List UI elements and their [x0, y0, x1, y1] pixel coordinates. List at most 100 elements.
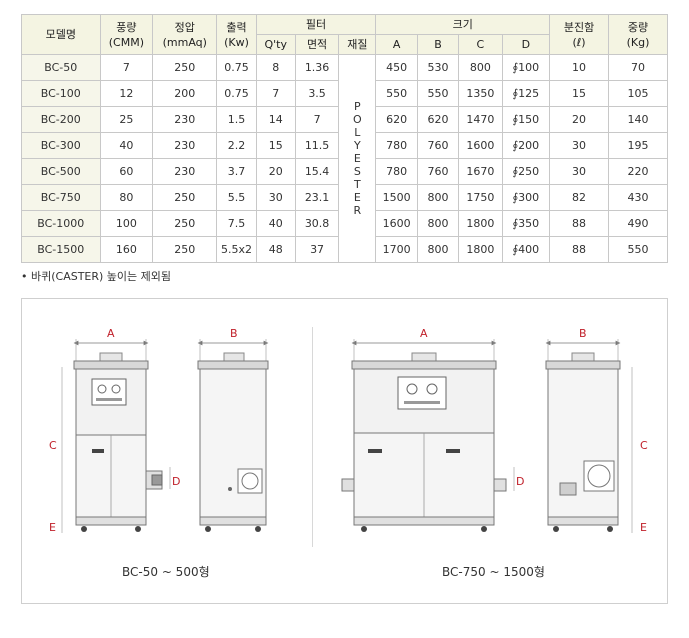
cell-weight: 550 — [607, 236, 669, 263]
dim-label-b-large: B — [579, 327, 587, 340]
cell-model: BC-750 — [21, 184, 101, 211]
cell-filter-area: 7 — [294, 106, 340, 133]
caster-note: • 바퀴(CASTER) 높이는 제외됨 — [21, 270, 172, 283]
material-letter: R — [353, 204, 362, 217]
cell-size-b: 620 — [416, 106, 460, 133]
col-header-dust-bin: 분진함(ℓ) — [549, 14, 609, 55]
cell-weight: 430 — [607, 184, 669, 211]
cell-airflow: 12 — [99, 80, 154, 107]
cell-filter-area: 15.4 — [294, 158, 340, 185]
cell-dust-bin: 30 — [549, 158, 609, 185]
cell-size-c: 1670 — [458, 158, 503, 185]
dim-label-c: C — [49, 439, 57, 452]
col-header-model: 모델명 — [21, 14, 101, 55]
cell-size-a: 1500 — [375, 184, 418, 211]
col-header-size-c: C — [458, 34, 503, 55]
dim-label-b: B — [230, 327, 238, 340]
cell-output: 0.75 — [216, 54, 257, 81]
cell-dust-bin: 20 — [549, 106, 609, 133]
cell-size-a: 1600 — [375, 210, 418, 237]
large-unit-front-view: A D — [341, 327, 524, 532]
cell-filter-area: 37 — [294, 236, 340, 263]
col-header-filter-qty: Q'ty — [255, 34, 296, 55]
cell-static-pressure: 250 — [152, 184, 218, 211]
cell-model: BC-1000 — [21, 210, 101, 237]
cell-static-pressure: 230 — [152, 106, 218, 133]
cell-model: BC-100 — [21, 80, 101, 107]
cell-size-a: 620 — [375, 106, 418, 133]
cell-dust-bin: 82 — [549, 184, 609, 211]
cell-size-b: 530 — [416, 54, 460, 81]
cell-output: 5.5 — [216, 184, 257, 211]
cell-static-pressure: 250 — [152, 210, 218, 237]
cell-size-b: 550 — [416, 80, 460, 107]
cell-filter-area: 11.5 — [294, 132, 340, 159]
dim-label-e: E — [49, 521, 56, 534]
cell-size-d: ∮250 — [501, 158, 551, 185]
caption-small-models: BC-50 ~ 500형 — [122, 565, 210, 579]
cell-size-b: 760 — [416, 132, 460, 159]
cell-filter-area: 1.36 — [294, 54, 340, 81]
dim-label-a-large: A — [420, 327, 428, 340]
cell-filter-area: 23.1 — [294, 184, 340, 211]
cell-weight: 220 — [607, 158, 669, 185]
cell-weight: 105 — [607, 80, 669, 107]
cell-weight: 70 — [607, 54, 669, 81]
cell-static-pressure: 230 — [152, 158, 218, 185]
cell-size-d: ∮100 — [501, 54, 551, 81]
col-header-output: 출력(Kw) — [216, 14, 257, 55]
cell-size-a: 780 — [375, 158, 418, 185]
material-letter: P — [354, 100, 361, 113]
cell-size-c: 1600 — [458, 132, 503, 159]
cell-static-pressure: 250 — [152, 54, 218, 81]
dim-label-a: A — [107, 327, 115, 340]
cell-airflow: 100 — [99, 210, 154, 237]
cell-output: 1.5 — [216, 106, 257, 133]
col-header-filter-material: 재질 — [338, 34, 377, 55]
cell-size-a: 450 — [375, 54, 418, 81]
dim-label-d: D — [172, 475, 180, 488]
cell-size-a: 780 — [375, 132, 418, 159]
dim-label-e-large: E — [640, 521, 647, 534]
cell-size-d: ∮400 — [501, 236, 551, 263]
cell-size-d: ∮350 — [501, 210, 551, 237]
cell-size-c: 1350 — [458, 80, 503, 107]
cell-output: 5.5x2 — [216, 236, 257, 263]
cell-size-b: 760 — [416, 158, 460, 185]
cell-model: BC-500 — [21, 158, 101, 185]
cell-size-c: 1750 — [458, 184, 503, 211]
cell-output: 3.7 — [216, 158, 257, 185]
cell-size-d: ∮150 — [501, 106, 551, 133]
caption-large-models: BC-750 ~ 1500형 — [442, 565, 545, 579]
cell-size-d: ∮125 — [501, 80, 551, 107]
dimension-drawings: A C D E B — [49, 327, 648, 534]
small-unit-side-view: B — [197, 327, 269, 532]
material-letter: E — [353, 191, 361, 204]
cell-output: 0.75 — [216, 80, 257, 107]
cell-filter-area: 30.8 — [294, 210, 340, 237]
col-header-size-d: D — [501, 34, 551, 55]
large-unit-side-view: B C E — [545, 327, 648, 534]
cell-size-c: 1800 — [458, 236, 503, 263]
cell-airflow: 40 — [99, 132, 154, 159]
drawing-divider — [312, 327, 313, 547]
cell-output: 7.5 — [216, 210, 257, 237]
cell-dust-bin: 15 — [549, 80, 609, 107]
col-header-size-b: B — [416, 34, 460, 55]
col-header-weight: 중량(Kg) — [607, 14, 669, 55]
cell-dust-bin: 88 — [549, 236, 609, 263]
cell-filter-qty: 30 — [255, 184, 296, 211]
cell-size-d: ∮200 — [501, 132, 551, 159]
cell-size-a: 550 — [375, 80, 418, 107]
cell-model: BC-200 — [21, 106, 101, 133]
cell-static-pressure: 250 — [152, 236, 218, 263]
